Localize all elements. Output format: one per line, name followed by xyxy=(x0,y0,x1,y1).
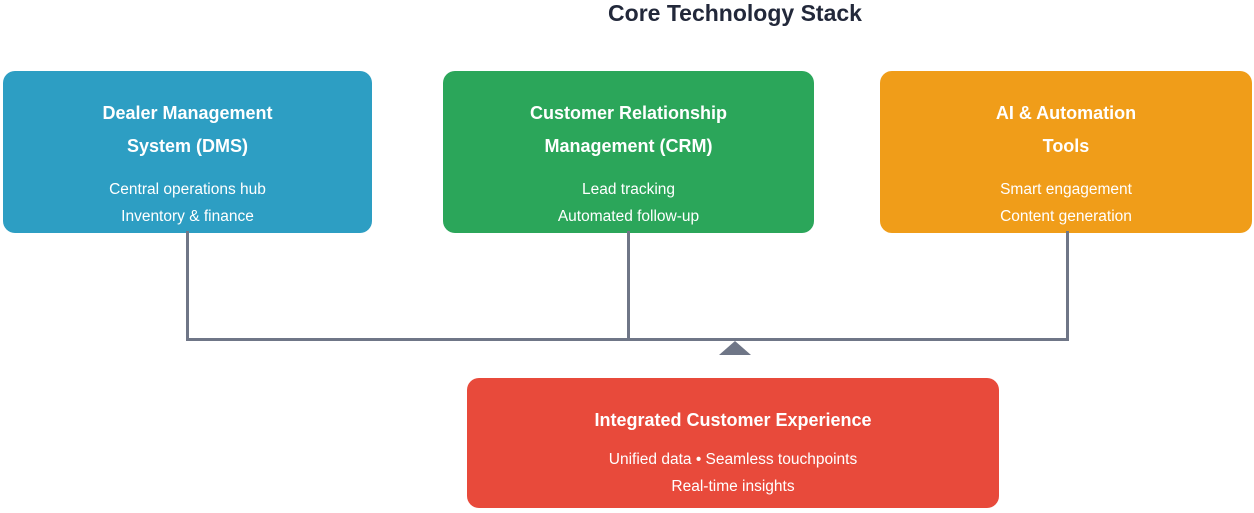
connector-dms-vertical-line xyxy=(186,231,189,340)
node-result-body-line1: Unified data • Seamless touchpoints xyxy=(608,451,858,468)
node-dms-title-line1: Dealer Management xyxy=(102,103,273,123)
node-dms-body-line1: Central operations hub xyxy=(109,181,266,198)
node-ai-title-line1: AI & Automation xyxy=(995,103,1137,123)
connector-horizontal-line xyxy=(186,338,1069,341)
node-ai-automation-tools: AI & Automation Tools Smart engagement C… xyxy=(880,71,1252,233)
node-dealer-management-system: Dealer Management System (DMS) Central o… xyxy=(3,71,372,233)
node-crm-title-line1: Customer Relationship xyxy=(529,103,728,123)
diagram-title: Core Technology Stack xyxy=(608,0,862,26)
node-crm-title: Customer Relationship Management (CRM) xyxy=(443,97,814,163)
node-ai-body-line2: Content generation xyxy=(1000,208,1132,225)
node-crm-body: Lead tracking Automated follow-up xyxy=(443,176,814,230)
node-ai-body: Smart engagement Content generation xyxy=(880,176,1252,230)
node-result-title: Integrated Customer Experience xyxy=(467,407,999,434)
node-ai-title-line2: Tools xyxy=(1042,136,1090,156)
node-integrated-customer-experience: Integrated Customer Experience Unified d… xyxy=(467,378,999,508)
node-dms-title-line2: System (DMS) xyxy=(126,136,249,156)
node-ai-body-line1: Smart engagement xyxy=(1000,181,1132,198)
node-crm-body-line2: Automated follow-up xyxy=(557,208,700,225)
node-crm-body-line1: Lead tracking xyxy=(581,181,676,198)
merge-arrow-icon xyxy=(719,341,751,355)
node-customer-relationship-management: Customer Relationship Management (CRM) L… xyxy=(443,71,814,233)
node-crm-title-line2: Management (CRM) xyxy=(544,136,713,156)
connector-ai-vertical-line xyxy=(1066,231,1069,340)
node-ai-title: AI & Automation Tools xyxy=(880,97,1252,163)
connector-crm-vertical-line xyxy=(627,231,630,340)
node-dms-body-line2: Inventory & finance xyxy=(121,208,254,225)
node-result-body: Unified data • Seamless touchpoints Real… xyxy=(467,447,999,500)
node-dms-body: Central operations hub Inventory & finan… xyxy=(3,176,372,230)
node-result-body-line2: Real-time insights xyxy=(671,477,795,495)
node-result-title-line1: Integrated Customer Experience xyxy=(594,410,872,430)
node-dms-title: Dealer Management System (DMS) xyxy=(3,97,372,163)
